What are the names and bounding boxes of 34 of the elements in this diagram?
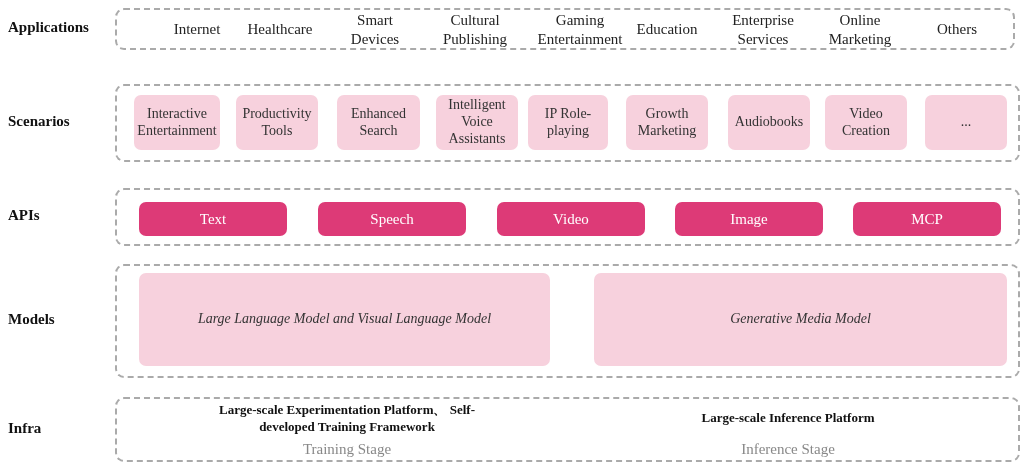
api-box: Image (675, 202, 823, 236)
scenario-box: IP Role-playing (528, 95, 608, 150)
scenario-box: Interactive Entertainment (134, 95, 220, 150)
scenario-box: Productivity Tools (236, 95, 318, 150)
scenario-box: ... (925, 95, 1007, 150)
application-label: Gaming Entertainment (536, 10, 624, 49)
application-label: Others (936, 20, 978, 39)
layer-label: APIs (8, 207, 40, 224)
api-box: Speech (318, 202, 466, 236)
platform-label: Large-scale Experimentation Platform、 Self-developed Training Framework (218, 402, 476, 436)
layer-label: Applications (8, 19, 89, 36)
api-box: Video (497, 202, 645, 236)
stage-label: Training Stage (301, 440, 393, 459)
api-box: Text (139, 202, 287, 236)
application-label: Cultural Publishing (441, 10, 509, 49)
platform-label: Large-scale Inference Platform (700, 409, 876, 427)
application-label: Internet (172, 20, 222, 39)
scenario-box: Video Creation (825, 95, 907, 150)
application-label: Enterprise Services (731, 10, 795, 49)
layer-label: Scenarios (8, 113, 70, 130)
api-box: MCP (853, 202, 1001, 236)
application-label: Healthcare (246, 20, 314, 39)
scenario-box: Intelligent Voice Assistants (436, 95, 518, 150)
application-label: Education (635, 20, 699, 39)
model-box: Large Language Model and Visual Language Model (139, 273, 550, 366)
scenario-box: Growth Marketing (626, 95, 708, 150)
application-label: Smart Devices (349, 10, 401, 49)
scenario-box: Audiobooks (728, 95, 810, 150)
stage-label: Inference Stage (740, 440, 836, 459)
layer-label: Infra (8, 419, 42, 437)
layer-label: Models (8, 311, 55, 328)
model-box: Generative Media Model (594, 273, 1007, 366)
scenario-box: Enhanced Search (337, 95, 420, 150)
application-label: Online Marketing (827, 10, 893, 49)
